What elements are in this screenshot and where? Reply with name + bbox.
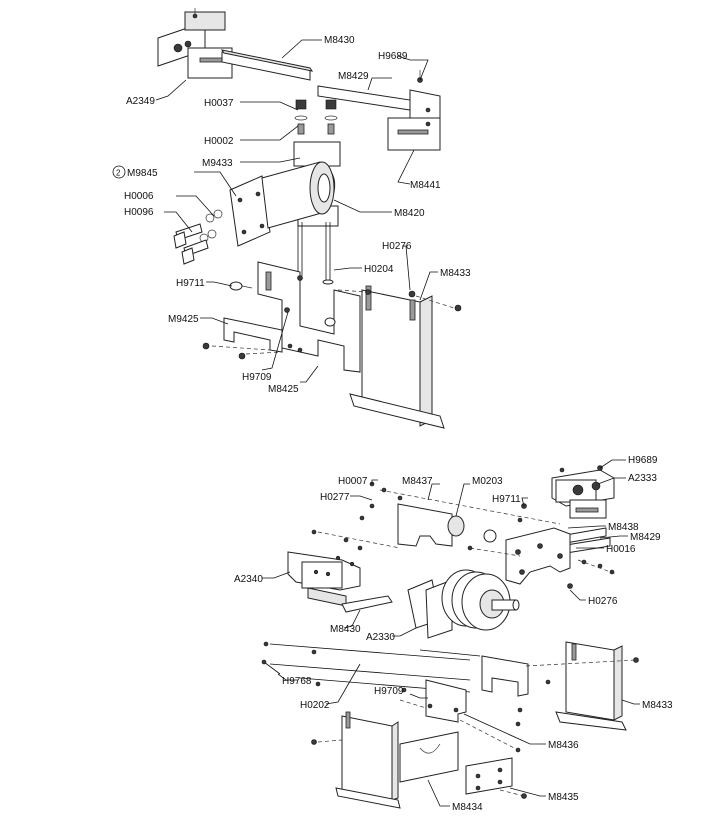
- label-h0204: H0204: [364, 264, 394, 275]
- label-m8435: M8435: [548, 792, 579, 803]
- label-a2333: A2333: [628, 473, 657, 484]
- bolts-h0096: [173, 209, 223, 265]
- pin-h9768: [261, 659, 281, 675]
- slide-rail-m8430-top: [220, 49, 314, 81]
- label-h9711-top: H9711: [176, 278, 205, 289]
- m9845-callout: 2 M9845: [112, 165, 158, 179]
- carriage-a2333: [551, 465, 615, 519]
- stand-m8433-bottom: [555, 641, 627, 731]
- plate-m8437: [397, 503, 497, 547]
- label-m9845-marker: 2: [116, 169, 121, 178]
- label-m8430-bottom: M8430: [330, 624, 361, 635]
- label-a2340: A2340: [234, 574, 263, 585]
- label-m8433-top: M8433: [440, 268, 471, 279]
- label-m9433: M9433: [202, 158, 233, 169]
- label-m8437: M8437: [402, 476, 433, 487]
- label-h0037: H0037: [204, 98, 234, 109]
- mount-plate-m8425: [257, 261, 361, 373]
- part-labels: M8430 H9689 M8429 A2349 H0037 H0002 M943…: [112, 35, 673, 813]
- label-m8441: M8441: [410, 180, 441, 191]
- label-h9709-bottom: H9709: [374, 686, 404, 697]
- label-m8425: M8425: [268, 384, 299, 395]
- label-h0007: H0007: [338, 476, 368, 487]
- bracket-a2349: [157, 8, 233, 79]
- hardware-h9711-h9709: [202, 281, 462, 360]
- label-h9711-bottom: H9711: [492, 494, 521, 505]
- label-h0016: H0016: [606, 544, 636, 555]
- carriage-a2340: [287, 551, 361, 607]
- bracket-m9425: [223, 317, 283, 353]
- label-h0202: H0202: [300, 700, 330, 711]
- callout-circle-icon: [112, 165, 126, 179]
- side-plate-h0016: [505, 527, 571, 585]
- alignment-lines-bottom: [317, 489, 637, 797]
- label-a2349: A2349: [126, 96, 155, 107]
- label-h0002: H0002: [204, 136, 234, 147]
- top-assembly: [157, 8, 462, 429]
- label-h0277: H0277: [320, 492, 350, 503]
- plate-m8434: [399, 731, 459, 783]
- plate-m8436: [425, 679, 467, 723]
- rail-m8430-bottom: [341, 595, 393, 613]
- stand-m8433-top: [349, 285, 445, 429]
- label-a2330: A2330: [366, 632, 395, 643]
- label-h0096: H0096: [124, 207, 154, 218]
- plate-m8435: [465, 757, 513, 795]
- label-m9845: M9845: [127, 168, 158, 179]
- rods-h0204: [297, 222, 334, 285]
- middle-plate: [481, 655, 529, 697]
- label-m0203: M0203: [472, 476, 503, 487]
- leader-lines: [155, 39, 640, 807]
- bracket-m8441: [387, 70, 441, 151]
- label-h9768: H9768: [282, 676, 312, 687]
- label-h0006: H0006: [124, 191, 154, 202]
- bottom-assembly: [261, 465, 639, 809]
- label-h0276-bottom: H0276: [588, 596, 618, 607]
- label-m9425: M9425: [168, 314, 199, 325]
- alignment-lines-top: [211, 289, 455, 355]
- pulley-a2330: [407, 569, 520, 639]
- motor-m8420: [229, 161, 336, 247]
- label-m8436: M8436: [548, 740, 579, 751]
- label-h0276-top: H0276: [382, 241, 412, 252]
- stand-m8434: [335, 711, 401, 809]
- hardware-h0037-h0002: [294, 99, 338, 135]
- label-h9689-bottom: H9689: [628, 455, 658, 466]
- label-m8433-bottom: M8433: [642, 700, 673, 711]
- label-m8438: M8438: [608, 522, 639, 533]
- label-h9709-top: H9709: [242, 372, 272, 383]
- label-m8420: M8420: [394, 208, 425, 219]
- label-m8429-bottom: M8429: [630, 532, 661, 543]
- label-m8429-top: M8429: [338, 71, 369, 82]
- label-m8430-top: M8430: [324, 35, 355, 46]
- label-m8434: M8434: [452, 802, 483, 813]
- label-h9689-top: H9689: [378, 51, 408, 62]
